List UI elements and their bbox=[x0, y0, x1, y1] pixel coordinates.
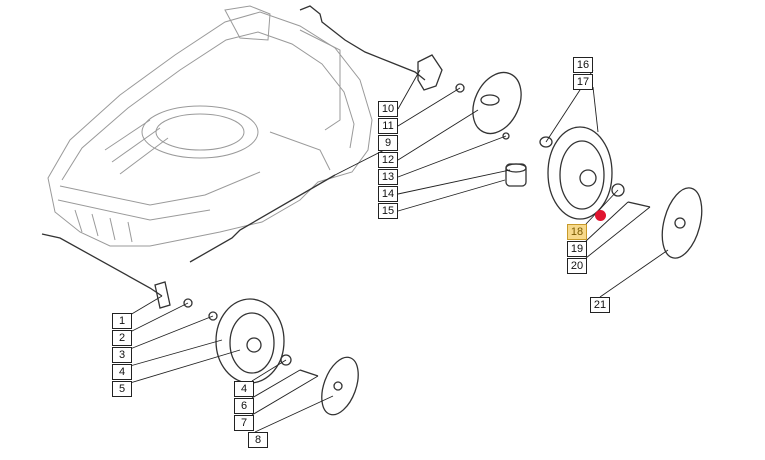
callout-8[interactable]: 8 bbox=[248, 432, 268, 448]
callout-3[interactable]: 3 bbox=[112, 347, 132, 363]
callout-20[interactable]: 20 bbox=[567, 258, 587, 274]
callout-5[interactable]: 5 bbox=[112, 381, 132, 397]
callout-9[interactable]: 9 bbox=[378, 135, 398, 151]
callout-18-highlighted[interactable]: 18 bbox=[567, 224, 587, 240]
selected-part-marker[interactable] bbox=[595, 210, 606, 221]
callout-13[interactable]: 13 bbox=[378, 169, 398, 185]
callout-6[interactable]: 6 bbox=[234, 398, 254, 414]
callout-1[interactable]: 1 bbox=[112, 313, 132, 329]
callout-19[interactable]: 19 bbox=[567, 241, 587, 257]
callout-2[interactable]: 2 bbox=[112, 330, 132, 346]
callout-4[interactable]: 4 bbox=[112, 364, 132, 380]
callout-4-lower[interactable]: 4 bbox=[234, 381, 254, 397]
callout-17[interactable]: 17 bbox=[573, 74, 593, 90]
mower-deck-outline bbox=[47, 5, 373, 247]
callout-15[interactable]: 15 bbox=[378, 203, 398, 219]
parts-linework bbox=[41, 5, 703, 416]
callout-7[interactable]: 7 bbox=[234, 415, 254, 431]
leader-lines bbox=[129, 69, 669, 433]
callout-12[interactable]: 12 bbox=[378, 152, 398, 168]
callout-11[interactable]: 11 bbox=[378, 118, 398, 134]
callout-10[interactable]: 10 bbox=[378, 101, 398, 117]
callout-21[interactable]: 21 bbox=[590, 297, 610, 313]
callout-16[interactable]: 16 bbox=[573, 57, 593, 73]
callout-14[interactable]: 14 bbox=[378, 186, 398, 202]
